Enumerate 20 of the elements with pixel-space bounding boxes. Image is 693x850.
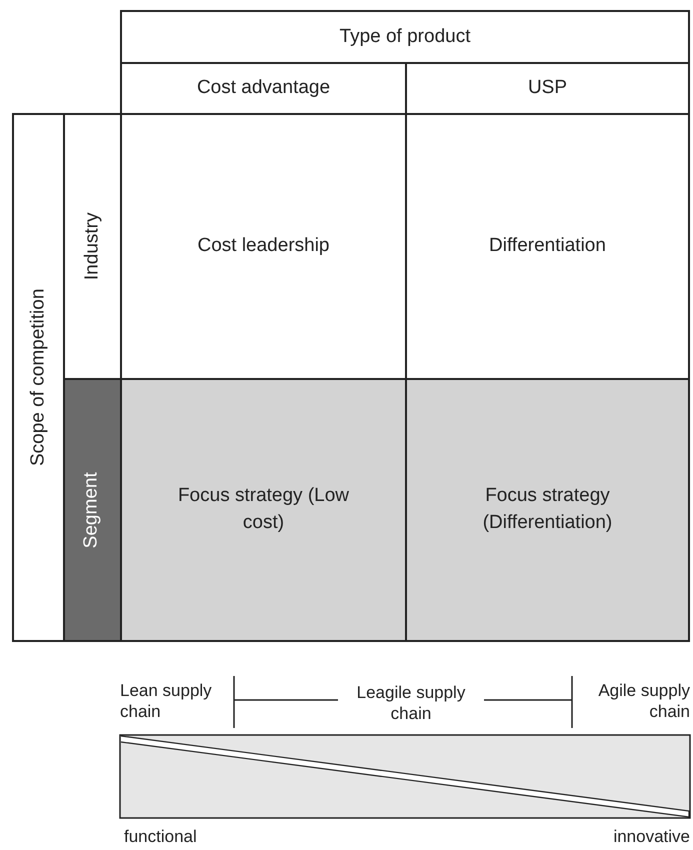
row-header (63, 378, 122, 642)
cell-text: Cost leadership (197, 234, 330, 258)
cell-text: Focus strategy (Low cost) (176, 484, 350, 535)
axis-label: innovative (612, 826, 690, 848)
cell-text: Industry (80, 212, 104, 280)
supply-chain-label: Lean supply chain (120, 680, 213, 722)
cell-text: Type of product (340, 24, 470, 49)
matrix-cell (405, 378, 690, 642)
cell-text: USP (528, 76, 568, 100)
cell-text: Scope of competition (26, 288, 50, 466)
axis-label: functional (124, 826, 198, 848)
cell-text: Focus strategy (Differentiation) (482, 484, 614, 535)
supply-chain-label: Agile supply chain (597, 680, 690, 722)
cell-text: Segment (80, 472, 104, 548)
column-header (120, 10, 690, 64)
supply-chain-label: Leagile supply chain (356, 682, 466, 724)
cell-text: Cost advantage (196, 76, 330, 100)
matrix-cell (120, 378, 407, 642)
row-header (12, 113, 65, 642)
cell-text: Differentiation (489, 234, 606, 258)
